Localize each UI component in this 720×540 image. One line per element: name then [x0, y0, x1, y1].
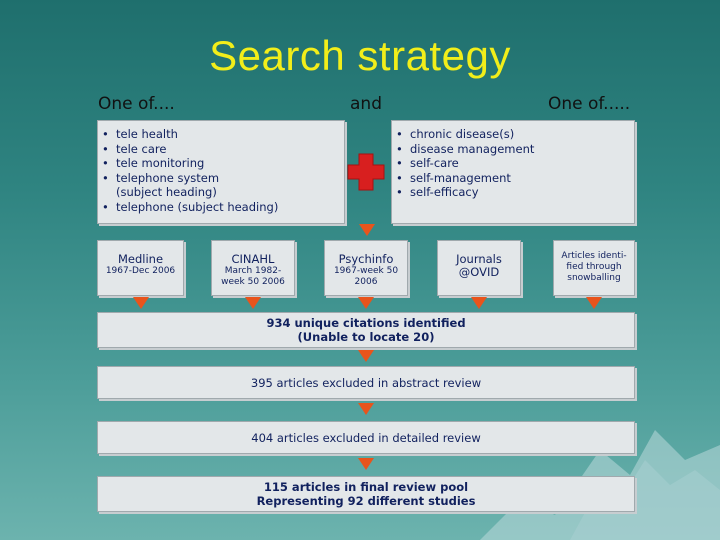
left-terms-box: • tele health • tele care • tele monitoring • t… — [97, 120, 345, 224]
bullet: • — [102, 127, 109, 141]
left-column-heading: One of.... — [98, 94, 175, 114]
source-name: Medline — [117, 252, 164, 266]
slide-title: Search strategy — [209, 32, 511, 79]
term-text: self-management — [410, 170, 511, 185]
source-snowballing: Articles identi- fied through snowballin… — [553, 240, 635, 296]
arrow-down-icon — [245, 297, 261, 309]
right-terms-list: • chronic disease(s) • disease management • s… — [392, 121, 634, 200]
detailed-excluded-text: 404 articles excluded in detailed review — [251, 431, 481, 445]
arrow-down-icon — [358, 297, 374, 309]
term-text: disease management — [410, 141, 535, 156]
term-item: • self-management — [392, 171, 628, 186]
arrow-down-icon — [586, 297, 602, 309]
final-review-pool-box: 115 articles in final review pool Repres… — [97, 476, 635, 512]
term-item: • self-care — [392, 156, 628, 171]
term-text: tele care — [116, 141, 167, 156]
term-text: (subject heading) — [116, 185, 217, 200]
right-terms-box: • chronic disease(s) • disease management • s… — [391, 120, 635, 224]
bullet: • — [396, 156, 403, 171]
term-text: self-efficacy — [410, 185, 479, 200]
term-item: (subject heading) — [98, 185, 338, 200]
source-dates: March 1982- week 50 2006 — [221, 266, 285, 287]
mountain-decoration — [480, 430, 720, 540]
arrow-down-icon — [133, 297, 149, 309]
bullet: • — [396, 185, 403, 200]
source-dates: 1967-Dec 2006 — [105, 266, 176, 276]
bullet: • — [396, 170, 403, 185]
abstract-excluded-box: 395 articles excluded in abstract review — [97, 366, 635, 399]
middle-column-heading: and — [350, 94, 382, 114]
term-item: • self-efficacy — [392, 185, 628, 200]
source-name: Psychinfo — [338, 252, 394, 266]
term-text: telephone system — [116, 170, 220, 185]
right-column-heading: One of..... — [548, 94, 631, 114]
detailed-excluded-box: 404 articles excluded in detailed review — [97, 421, 635, 454]
arrow-down-icon — [358, 458, 374, 470]
term-item: • telephone system — [98, 171, 338, 186]
bullet: • — [102, 199, 109, 214]
term-text: self-care — [410, 156, 459, 171]
bullet: • — [396, 127, 403, 141]
citations-count: 934 unique citations identified — [266, 316, 466, 330]
bullet: • — [102, 141, 109, 156]
term-text: tele health — [116, 127, 178, 141]
citations-identified-box: 934 unique citations identified (Unable … — [97, 312, 635, 348]
arrow-down-icon — [358, 403, 374, 415]
source-psychinfo: Psychinfo 1967-week 50 2006 — [324, 240, 408, 296]
term-item: • telephone (subject heading) — [98, 200, 338, 215]
arrow-down-icon — [358, 350, 374, 362]
source-medline: Medline 1967-Dec 2006 — [97, 240, 184, 296]
source-cinahl: CINAHL March 1982- week 50 2006 — [211, 240, 295, 296]
final-pool-count: 115 articles in final review pool — [263, 480, 469, 494]
source-name: CINAHL — [231, 252, 275, 266]
citations-unlocated: (Unable to locate 20) — [297, 330, 435, 344]
source-name: Journals @OVID — [456, 252, 502, 279]
term-item: • chronic disease(s) — [392, 127, 628, 142]
bullet: • — [396, 141, 403, 156]
source-dates: Articles identi- fied through snowballin… — [561, 251, 627, 283]
term-item: • tele monitoring — [98, 156, 338, 171]
bullet: • — [102, 156, 109, 171]
term-item: • tele health — [98, 127, 338, 142]
term-text: telephone (subject heading) — [116, 199, 279, 214]
term-item: • disease management — [392, 142, 628, 157]
term-text: tele monitoring — [116, 156, 205, 171]
term-item: • tele care — [98, 142, 338, 157]
source-journals-ovid: Journals @OVID — [437, 240, 521, 296]
plus-icon — [347, 153, 385, 191]
source-dates: 1967-week 50 2006 — [333, 266, 399, 287]
abstract-excluded-text: 395 articles excluded in abstract review — [250, 376, 482, 390]
final-studies-count: Representing 92 different studies — [256, 494, 476, 508]
term-text: chronic disease(s) — [410, 127, 515, 141]
arrow-down-icon — [471, 297, 487, 309]
left-terms-list: • tele health • tele care • tele monitoring • t… — [98, 121, 344, 215]
arrow-down-icon — [359, 224, 375, 236]
bullet: • — [102, 170, 109, 185]
